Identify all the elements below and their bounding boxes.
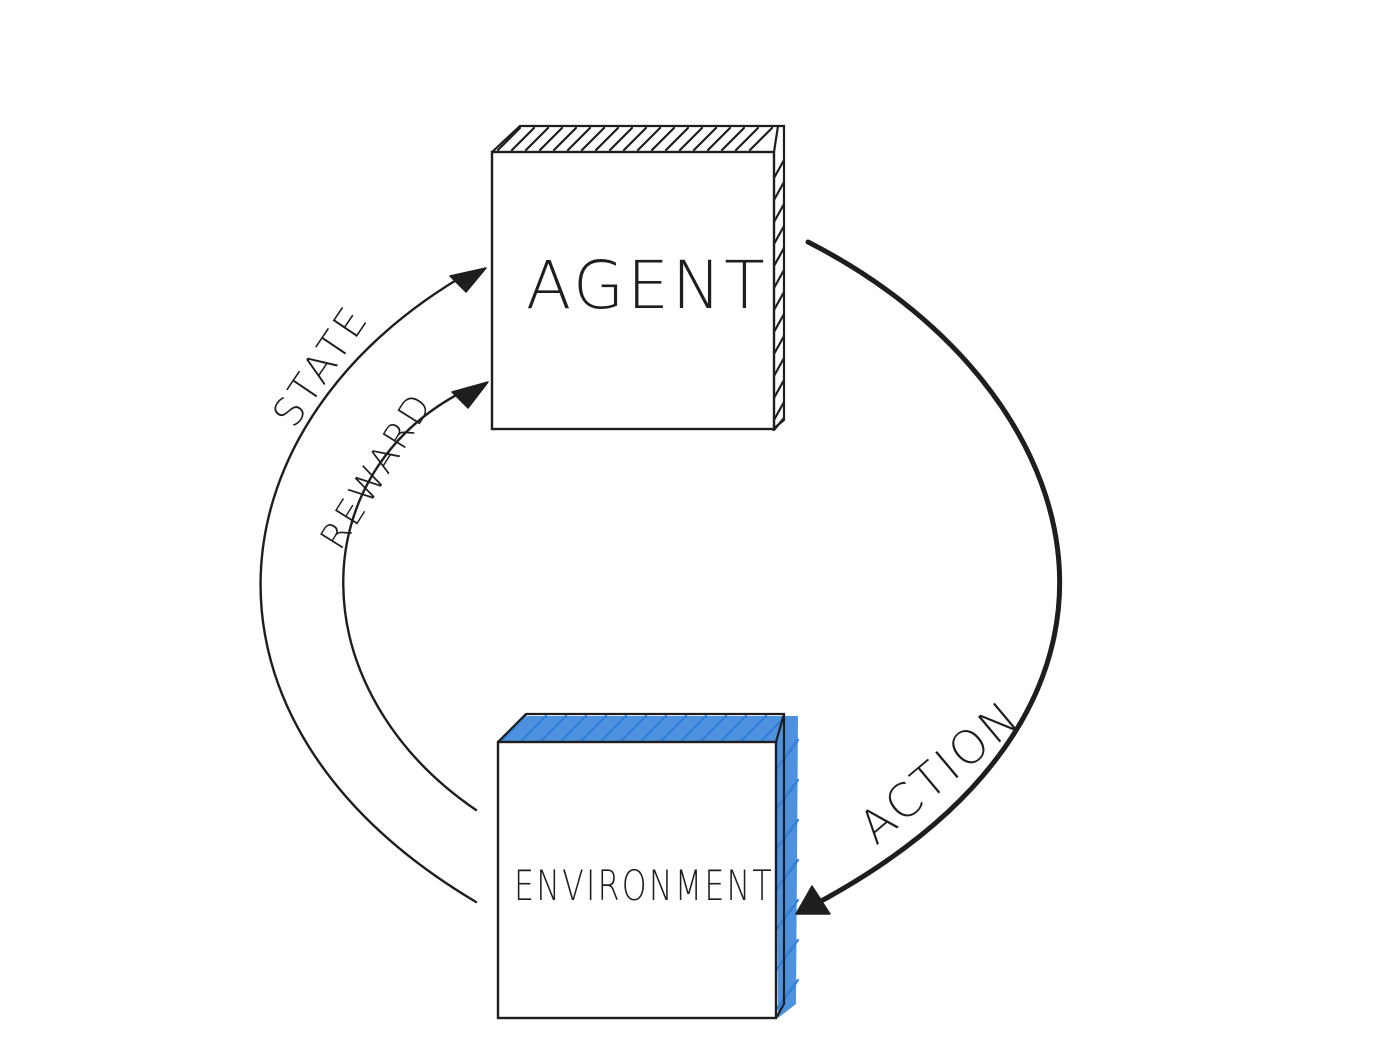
- agent-label: AGENT: [526, 247, 768, 324]
- state-arrow-head: [449, 267, 487, 293]
- agent-box: [490, 150, 776, 431]
- environment-box: [496, 740, 778, 1020]
- action-edge[interactable]: ACTION: [795, 239, 1063, 915]
- agent-node[interactable]: AGENT: [490, 124, 786, 432]
- action-label: ACTION: [848, 689, 1031, 854]
- state-edge[interactable]: STATE: [259, 267, 487, 904]
- environment-label: ENVIRONMENT: [514, 861, 774, 910]
- environment-node[interactable]: ENVIRONMENT: [496, 712, 800, 1020]
- reward-arrow-head: [451, 381, 489, 409]
- environment-side-shading: [774, 716, 800, 1018]
- reward-arrow-line: [342, 386, 478, 812]
- action-arrow-head: [795, 885, 831, 915]
- state-arrow-line: [259, 270, 478, 904]
- reward-label: REWARD: [313, 385, 441, 557]
- agent-side-shading: [772, 158, 786, 432]
- agent-top-shading: [496, 126, 774, 152]
- reward-edge[interactable]: REWARD: [313, 381, 489, 812]
- action-arrow-line: [805, 239, 1063, 909]
- state-label: STATE: [264, 297, 378, 435]
- environment-top-shading: [498, 714, 786, 744]
